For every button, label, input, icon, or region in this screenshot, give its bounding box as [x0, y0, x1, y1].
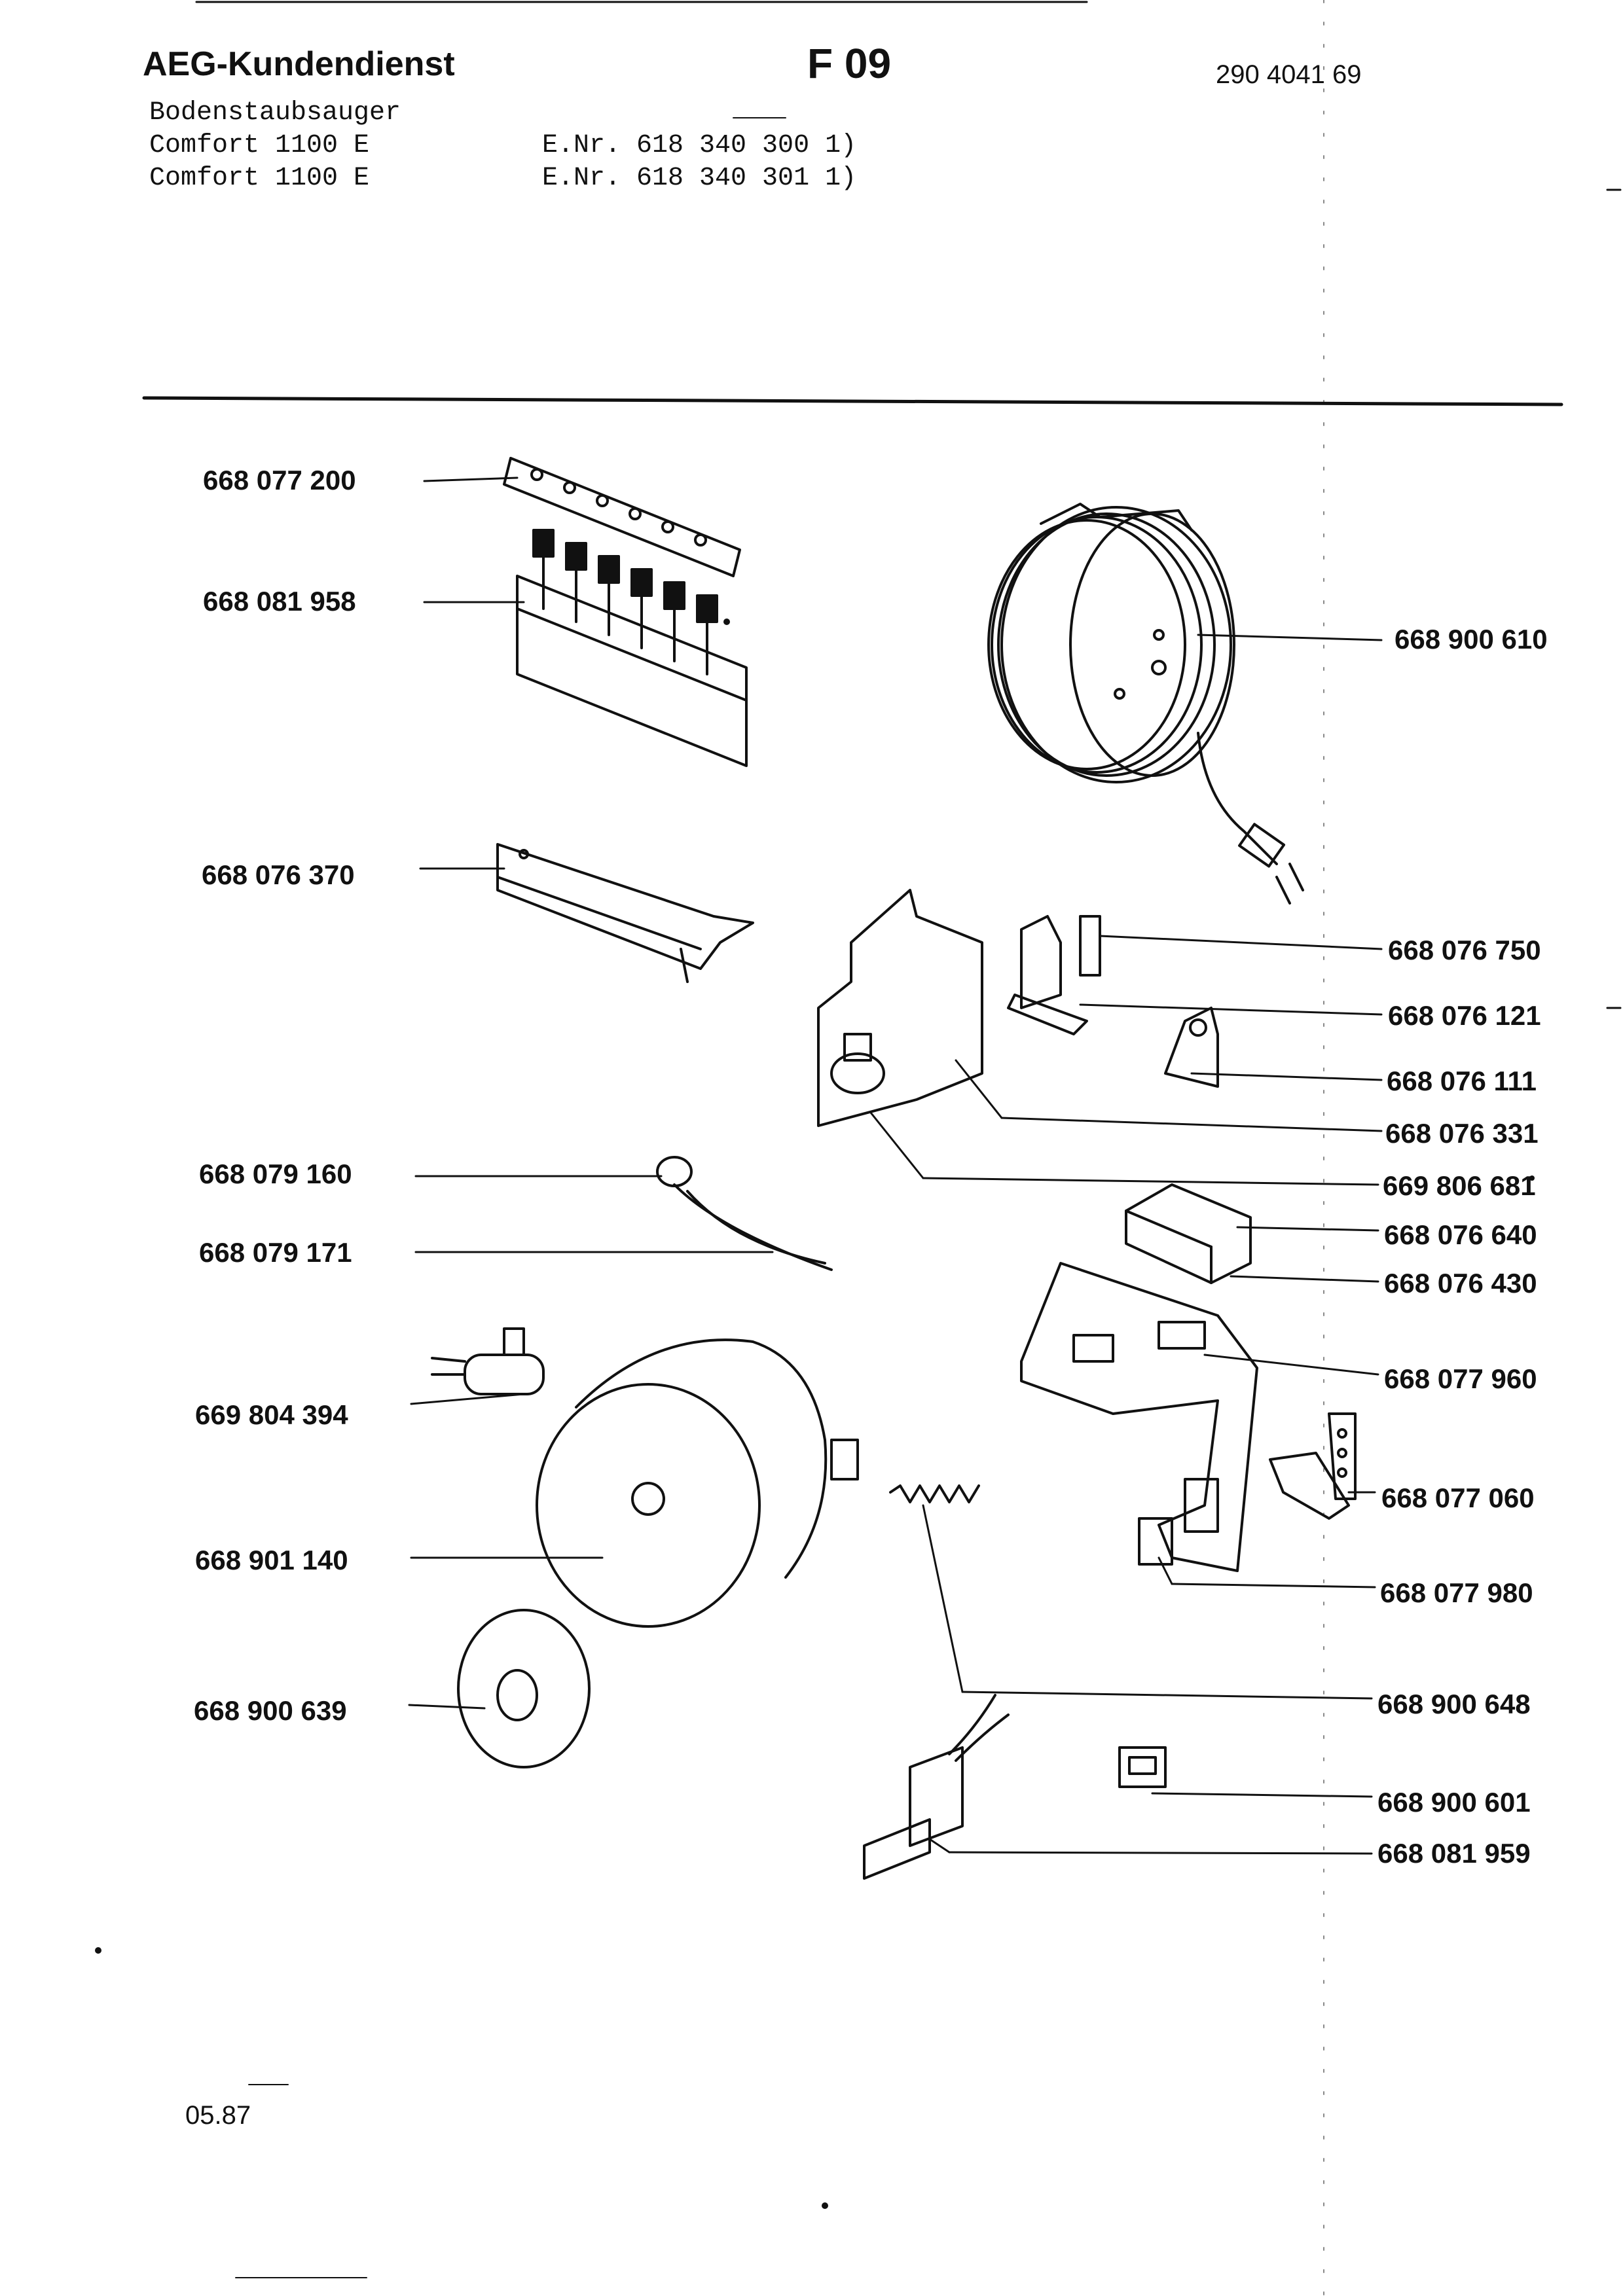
- part-label-668-079-171: 668 079 171: [199, 1237, 352, 1268]
- model-enr-1: E.Nr. 618 340 300 1): [542, 131, 857, 160]
- part-label-668-077-060: 668 077 060: [1381, 1482, 1535, 1513]
- cap-holder-parts: [1125, 1183, 1252, 1284]
- document-number: 290 4041 69: [1216, 60, 1362, 89]
- part-label-669-804-394: 669 804 394: [195, 1399, 348, 1430]
- part-label-668-076-331: 668 076 331: [1385, 1118, 1539, 1149]
- model-name-2: Comfort 1100 E: [149, 164, 370, 193]
- mounting-plate-part: [496, 843, 754, 983]
- part-label-668-076-640: 668 076 640: [1384, 1219, 1537, 1250]
- motor-part: [536, 1338, 859, 1628]
- part-label-668-077-200: 668 077 200: [203, 465, 356, 495]
- part-label-668-079-160: 668 079 160: [199, 1158, 352, 1189]
- part-label-668-077-960: 668 077 960: [1384, 1363, 1537, 1394]
- carbon-brush-part: [863, 1694, 1010, 1880]
- wire-clamp-part: [656, 1156, 833, 1271]
- part-label-668-081-958: 668 081 958: [203, 586, 356, 617]
- switch-part: [1118, 1746, 1167, 1788]
- contact-strip-part: [503, 457, 741, 577]
- switch-block-part: [516, 529, 748, 767]
- part-label-668-900-648: 668 900 648: [1377, 1689, 1531, 1719]
- sheet-number: F 09: [807, 40, 892, 87]
- part-label-668-900-601: 668 900 601: [1377, 1787, 1531, 1818]
- part-label-668-077-980: 668 077 980: [1380, 1577, 1533, 1608]
- revision-date: 05.87: [185, 2101, 251, 2130]
- part-label-668-900-639: 668 900 639: [194, 1695, 347, 1726]
- part-label-669-806-681: 669 806 681: [1383, 1170, 1536, 1201]
- brand-title: AEG-Kundendienst: [143, 45, 455, 83]
- contact-lug-part: [1269, 1412, 1357, 1520]
- fan-disc-part: [457, 1609, 591, 1768]
- cable-reel-part: [987, 503, 1304, 905]
- motor-bracket-part: [1020, 1262, 1258, 1572]
- capacitor-part: [431, 1327, 545, 1395]
- part-label-668-076-121: 668 076 121: [1388, 1000, 1541, 1031]
- model-enr-2: E.Nr. 618 340 301 1): [542, 164, 857, 193]
- terminal-part: [1138, 1517, 1173, 1566]
- part-label-668-900-610: 668 900 610: [1395, 624, 1548, 655]
- spring-part: [889, 1484, 980, 1503]
- part-label-668-076-111: 668 076 111: [1387, 1066, 1537, 1096]
- bracket-parts: [1007, 915, 1219, 1088]
- part-label-668-076-750: 668 076 750: [1388, 935, 1541, 965]
- product-type: Bodenstaubsauger: [149, 98, 401, 128]
- part-label-668-901-140: 668 901 140: [195, 1545, 348, 1575]
- part-label-668-081-959: 668 081 959: [1377, 1838, 1531, 1869]
- model-name-1: Comfort 1100 E: [149, 131, 370, 160]
- frame-plate-part: [817, 889, 983, 1127]
- part-label-668-076-370: 668 076 370: [202, 859, 355, 890]
- part-label-668-076-430: 668 076 430: [1384, 1268, 1537, 1299]
- leader-lines: [408, 476, 1383, 1855]
